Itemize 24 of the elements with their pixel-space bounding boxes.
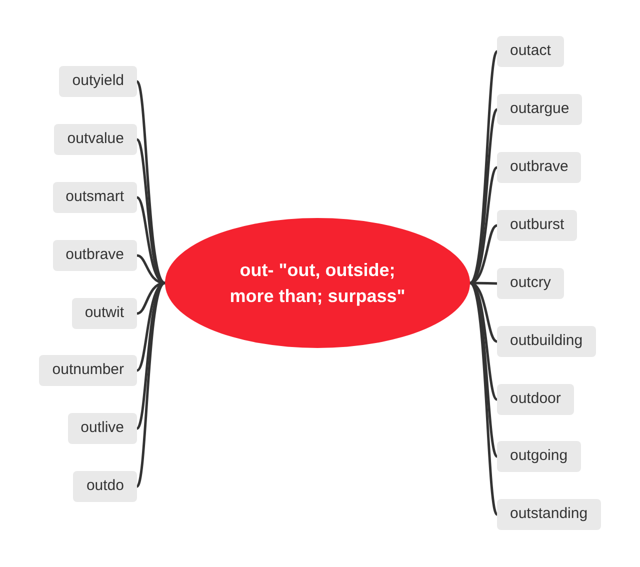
connector-line bbox=[136, 138, 166, 284]
connector-line bbox=[136, 282, 166, 430]
connector-line bbox=[468, 282, 498, 516]
connector-line bbox=[468, 282, 498, 458]
connector-line bbox=[468, 50, 498, 284]
subtopic-tag: outvalue bbox=[54, 124, 137, 155]
subtopic-tag: outlive bbox=[68, 413, 137, 444]
subtopic-tag: outargue bbox=[497, 94, 582, 125]
subtopic-tag: outbrave bbox=[52, 240, 137, 271]
subtopic-tag: outwit bbox=[72, 298, 137, 329]
subtopic-tag: outyield bbox=[59, 66, 137, 97]
subtopic-tag: outdoor bbox=[497, 384, 574, 415]
subtopic-tag: outgoing bbox=[497, 441, 581, 472]
subtopic-tag: outbrave bbox=[497, 152, 582, 183]
subtopic-tag: outact bbox=[497, 36, 564, 67]
subtopic-tag: outsmart bbox=[52, 182, 137, 213]
subtopic-tag: outstanding bbox=[497, 499, 601, 530]
subtopic-tag: outburst bbox=[497, 210, 578, 241]
subtopic-tag: outdo bbox=[73, 471, 137, 502]
subtopic-tag: outbuilding bbox=[497, 326, 596, 357]
central-topic-ellipse: out- "out, outside; more than; surpass" bbox=[165, 218, 470, 348]
subtopic-tag: outcry bbox=[497, 268, 564, 299]
connector-line bbox=[136, 282, 166, 488]
subtopic-tag: outnumber bbox=[39, 355, 137, 386]
